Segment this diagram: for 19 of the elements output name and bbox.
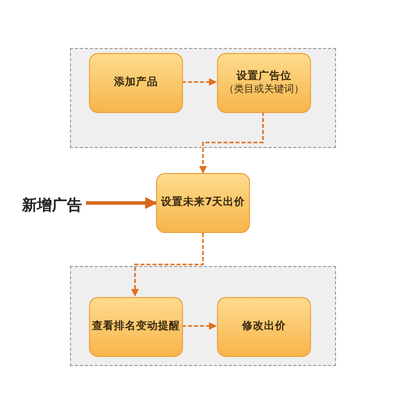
box-subtitle: （类目或关键词） — [224, 83, 304, 96]
process-box — [89, 297, 183, 357]
box-title: 设置广告位 — [236, 70, 292, 84]
dashed-group-panel — [70, 266, 336, 366]
process-box — [89, 53, 183, 113]
arrow — [182, 78, 217, 86]
arrow — [182, 322, 217, 330]
box-title: 修改出价 — [242, 320, 286, 334]
process-box — [156, 173, 250, 233]
arrow — [86, 197, 158, 209]
dashed-group-panel — [70, 48, 336, 148]
process-box — [217, 297, 311, 357]
process-box — [217, 53, 311, 113]
arrow — [199, 112, 264, 174]
arrow — [131, 233, 204, 297]
start-label: 新增广告 — [22, 196, 82, 214]
box-title: 查看排名变动提醒 — [92, 320, 180, 334]
box-title: 添加产品 — [114, 76, 158, 90]
box-title: 设置未来7天出价 — [160, 196, 246, 210]
